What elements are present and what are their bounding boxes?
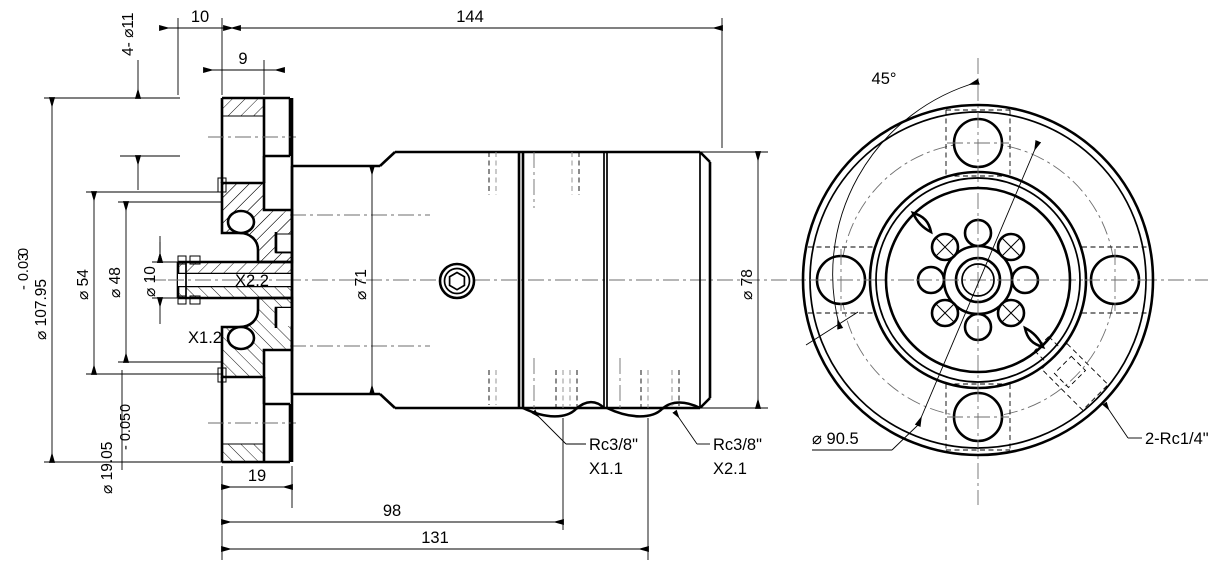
dim-d48: ⌀ 48 — [107, 267, 124, 298]
bolt-hole-bottom — [945, 383, 1011, 451]
dim-9: 9 — [238, 50, 247, 68]
leader-x11 — [531, 409, 567, 445]
dim-d78: ⌀ 78 — [739, 269, 756, 300]
label-x21-thread: Rc3/8" — [713, 436, 762, 454]
hidden-thread-lines-top — [488, 152, 580, 208]
bolt-circle-leader — [914, 139, 1042, 428]
cavity-upper — [226, 209, 293, 254]
hub-hole-sw — [930, 298, 960, 328]
hex-socket-plug — [438, 262, 476, 300]
bolt-hole-right — [1082, 246, 1148, 314]
leader-x21 — [672, 409, 698, 445]
dim-d10795-tol-upper: 0 — [16, 248, 32, 256]
dim-98: 98 — [383, 502, 401, 520]
dim-d10: ⌀ 10 — [142, 266, 159, 297]
bolt-circle-callout: ⌀ 90.5 — [812, 139, 1042, 451]
angle-45-annotation: 45° — [805, 70, 980, 346]
dim-19: 19 — [248, 467, 266, 485]
bolt-hole-left — [808, 246, 874, 314]
hidden-thread-lines-bottom — [488, 358, 680, 412]
port-callouts: X2.2 X1.2 Rc3/8" X1.1 Rc3/8" X2.1 — [188, 272, 762, 478]
label-d905: ⌀ 90.5 — [812, 430, 859, 448]
label-x21-tag: X2.1 — [713, 460, 747, 478]
rc14-callout: 2-Rc1/4" — [1102, 401, 1209, 448]
end-view: 45° ⌀ 90.5 2-Rc1/4" — [790, 58, 1222, 580]
section-view-dimensions: 10 144 9 4- ⌀11 ⌀ 107.95 - 0.03 0 ⌀ 54 ⌀… — [16, 8, 768, 560]
section-view — [150, 96, 790, 464]
dim-4xd11: 4- ⌀11 — [120, 12, 137, 56]
label-x12: X1.2 — [188, 329, 222, 347]
cavity-lower — [226, 306, 292, 351]
dim-d1905: ⌀ 19.05 — [99, 442, 116, 494]
label-45deg: 45° — [872, 70, 897, 88]
dim-d54: ⌀ 54 — [75, 269, 92, 300]
dim-144: 144 — [456, 8, 484, 26]
hub-hole-ne — [996, 232, 1026, 262]
flange-upper-rim — [208, 96, 296, 183]
dim-d1905-tol-lower: - 0.05 — [118, 413, 134, 450]
rc14-leader — [1102, 401, 1129, 439]
dim-131: 131 — [421, 529, 449, 547]
rc14-port-upper-left — [866, 168, 1222, 580]
label-x11-thread: Rc3/8" — [589, 436, 638, 454]
label-2rc14: 2-Rc1/4" — [1145, 430, 1209, 448]
dim-d1905-tol-upper: 0 — [118, 404, 134, 412]
dim-d10795: ⌀ 107.95 — [33, 279, 50, 340]
angle-45-arc — [832, 78, 980, 330]
bolt-circle-leader-tail — [891, 424, 919, 451]
body-division-lines — [517, 152, 608, 408]
oring-seals — [177, 177, 227, 383]
dim-d71: ⌀ 71 — [353, 269, 370, 300]
dim-d10795-tol-lower: - 0.03 — [16, 253, 32, 290]
flange-section — [168, 96, 300, 464]
hub-hole-nw — [930, 232, 960, 262]
break-lines — [522, 400, 701, 418]
flange-lower-rim — [208, 377, 296, 464]
hub-hole-se — [996, 298, 1026, 328]
inner-bore-assembly — [168, 258, 300, 302]
label-x11-tag: X1.1 — [589, 460, 623, 478]
dim-10: 10 — [191, 8, 209, 26]
label-x22: X2.2 — [235, 272, 269, 290]
angle-45-ext — [805, 311, 859, 346]
